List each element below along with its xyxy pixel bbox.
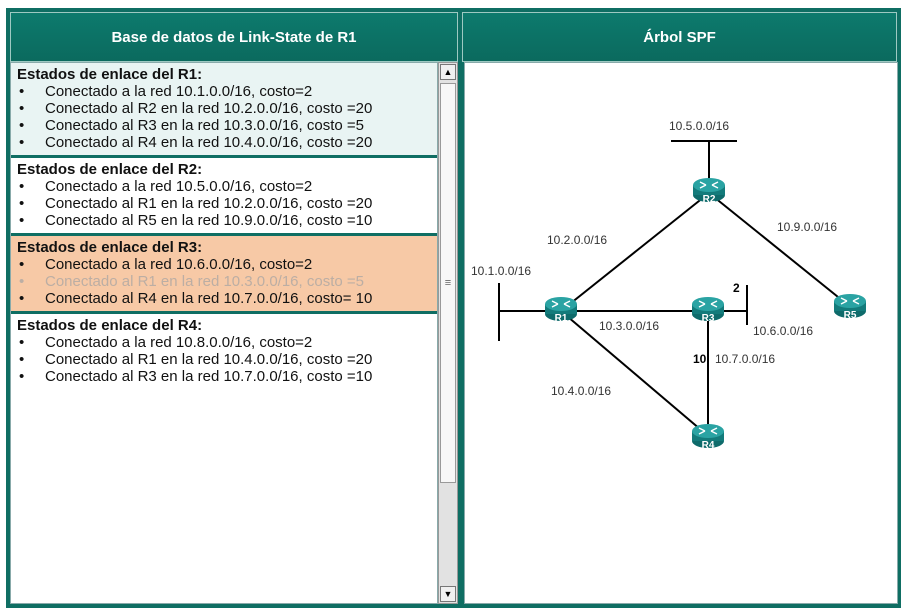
section-title: Estados de enlace del R4: — [17, 317, 203, 334]
section-title: Estados de enlace del R2: — [17, 161, 203, 178]
scroll-down-arrow-icon[interactable]: ▼ — [440, 586, 456, 602]
link-state-section-r2: Estados de enlace del R2: •Conectado a l… — [11, 158, 437, 236]
svg-text:R3: R3 — [702, 313, 715, 324]
list-item: •Conectado a la red 10.6.0.0/16, costo=2 — [19, 256, 313, 273]
network-label: 10.4.0.0/16 — [551, 384, 611, 398]
list-item: •Conectado al R5 en la red 10.9.0.0/16, … — [19, 212, 373, 229]
list-item-faded: •Conectado al R1 en la red 10.3.0.0/16, … — [19, 273, 364, 290]
scroll-thumb[interactable]: ≡ — [440, 83, 456, 483]
scroll-up-arrow-icon[interactable]: ▲ — [440, 64, 456, 80]
spf-tree-diagram: R2 R1 R3 R5 R4 10.5.0.0/16 10.2.0.0/16 1… — [471, 119, 867, 451]
lsdb-list[interactable]: Estados de enlace del R1: •Conectado a l… — [10, 62, 438, 604]
network-label: 10.6.0.0/16 — [753, 324, 813, 338]
router-r4-icon: R4 — [691, 423, 725, 451]
svg-text:R5: R5 — [844, 310, 857, 321]
router-r3-icon: R3 — [691, 296, 725, 324]
list-item: •Conectado al R4 en la red 10.4.0.0/16, … — [19, 134, 373, 151]
router-r2-icon: R2 — [692, 177, 726, 205]
list-item: •Conectado al R3 en la red 10.7.0.0/16, … — [19, 368, 373, 385]
link-r1-r2 — [560, 192, 710, 312]
list-item: •Conectado al R1 en la red 10.4.0.0/16, … — [19, 351, 373, 368]
network-label: 10.9.0.0/16 — [777, 220, 837, 234]
list-item: •Conectado a la red 10.5.0.0/16, costo=2 — [19, 178, 313, 195]
network-label: 10.7.0.0/16 — [715, 352, 775, 366]
svg-text:R2: R2 — [703, 194, 716, 205]
list-item: •Conectado al R4 en la red 10.7.0.0/16, … — [19, 290, 373, 307]
router-r1-icon: R1 — [544, 296, 578, 324]
network-label: 10.5.0.0/16 — [669, 119, 729, 133]
svg-text:R1: R1 — [555, 313, 568, 324]
list-item: •Conectado al R2 en la red 10.2.0.0/16, … — [19, 100, 373, 117]
list-item: •Conectado al R3 en la red 10.3.0.0/16, … — [19, 117, 364, 134]
section-title: Estados de enlace del R3: — [17, 239, 203, 256]
cost-label: 2 — [733, 281, 740, 295]
network-label: 10.2.0.0/16 — [547, 233, 607, 247]
lsdb-scrollbar[interactable]: ▲ ≡ ▼ — [438, 62, 458, 604]
network-label: 10.1.0.0/16 — [471, 264, 531, 278]
link-state-section-r1: Estados de enlace del R1: •Conectado a l… — [11, 63, 437, 158]
cost-label: 10 — [693, 352, 707, 366]
spf-tree-panel: R2 R1 R3 R5 R4 10.5.0.0/16 10.2.0.0/16 1… — [464, 62, 898, 604]
svg-text:R4: R4 — [702, 440, 715, 451]
list-item: •Conectado al R1 en la red 10.2.0.0/16, … — [19, 195, 373, 212]
link-state-section-r4: Estados de enlace del R4: •Conectado a l… — [11, 314, 437, 389]
router-r5-icon: R5 — [833, 293, 867, 321]
link-r2-r5 — [708, 192, 844, 302]
list-item: •Conectado a la red 10.8.0.0/16, costo=2 — [19, 334, 313, 351]
section-title: Estados de enlace del R1: — [17, 66, 203, 83]
spf-tree-header: Árbol SPF — [462, 12, 897, 62]
list-item: •Conectado a la red 10.1.0.0/16, costo=2 — [19, 83, 313, 100]
link-r1-r4 — [560, 310, 708, 436]
network-label: 10.3.0.0/16 — [599, 319, 659, 333]
lsdb-header: Base de datos de Link-State de R1 — [10, 12, 458, 62]
link-state-section-r3: Estados de enlace del R3: •Conectado a l… — [11, 236, 437, 314]
